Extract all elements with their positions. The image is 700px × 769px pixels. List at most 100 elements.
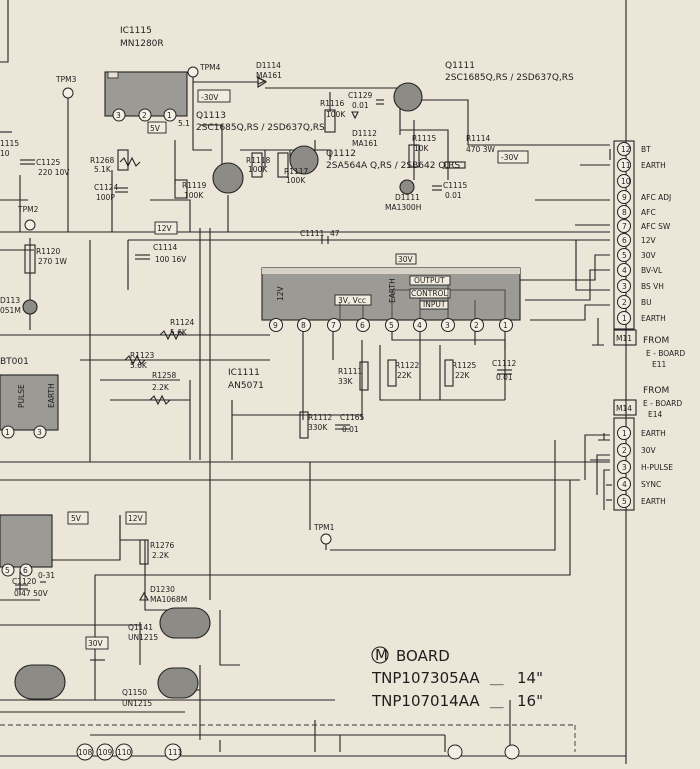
svg-text:2: 2: [474, 321, 479, 330]
q1111-parts: 2SC1685Q,RS / 2SD637Q,RS: [445, 73, 574, 83]
board-symbol-circle: [371, 646, 389, 664]
m11-pin10-num: 10: [621, 177, 631, 186]
board-title: BOARD: [396, 647, 450, 665]
m14-pin4-label: SYNC: [641, 480, 661, 489]
cap-partial-label2: 10: [0, 149, 10, 158]
m14-pin5-label: EARTH: [641, 497, 666, 506]
d1230-part: MA1068M: [150, 595, 187, 604]
svg-text:5: 5: [5, 566, 10, 575]
ic-labels: IC1115 MN1280R IC1111 AN5071 OUTPUT CONT…: [120, 26, 448, 391]
c1125-ref: C1125: [36, 158, 61, 167]
m14-from: FROM: [643, 386, 669, 396]
r1123-value: 5.6K: [130, 361, 148, 370]
board-size2: 16": [517, 692, 543, 710]
m11-pin11-num: 11: [621, 161, 631, 170]
m14-pin2-label: 30V: [641, 446, 657, 455]
m11-pin12-num: 12: [621, 145, 631, 154]
tpm3-label: TPM3: [55, 75, 77, 84]
ic1111-block-control: CONTROL: [411, 289, 448, 298]
ic1111-chip: 9 8 7 6 5 4 3 2 1: [261, 267, 521, 332]
board-part2-dash: ___: [489, 699, 504, 709]
r1116-ref: R1116: [320, 99, 345, 108]
d1114-part: MA161: [256, 71, 282, 80]
m11-pin9-label: AFC ADJ: [641, 193, 671, 202]
r1117-value: 100K: [286, 176, 306, 185]
r1268-value: 5.1K: [94, 165, 112, 174]
svg-text:3: 3: [37, 428, 42, 437]
r1123-ref: R1123: [130, 351, 155, 360]
r1124-ref: R1124: [170, 318, 195, 327]
diode-labels: D1114 MA161 D1112 MA161 D1111 MA1300H D1…: [150, 61, 421, 604]
svg-text:6: 6: [360, 321, 365, 330]
tpm2-label: TPM2: [17, 205, 39, 214]
volt-m30-right: -30V: [501, 153, 519, 162]
ic1115-chip: 3 2 1 5.1: [104, 71, 190, 128]
ic1111-ref: IC1111: [228, 368, 260, 378]
c1111-ref: C1111: [300, 229, 325, 238]
r1125-value: 22K: [455, 371, 471, 380]
partial-labels: BT001 PULSE EARTH D113 051M 1115 10: [0, 139, 56, 408]
svg-text:4: 4: [417, 321, 422, 330]
svg-text:6: 6: [23, 566, 28, 575]
board-title-block: M BOARD TNP107305AA ___ 14" TNP107014AA …: [371, 646, 543, 710]
c1124-ref: C1124: [94, 183, 119, 192]
m11-pin6-label: 12V: [641, 236, 657, 245]
m14-pin3-num: 3: [622, 463, 627, 472]
r1124-value: 5.6K: [170, 328, 188, 337]
m11-from: FROM: [643, 336, 669, 346]
m11-from-board: E - BOARD: [646, 349, 685, 358]
lower-left-chip: 5 6 0-31: [0, 514, 55, 580]
r1268-ref: R1268: [90, 156, 115, 165]
q1112-ref: Q1112: [326, 149, 356, 159]
m14-pin1-num: 1: [622, 429, 627, 438]
volt-12v-low: 12V: [128, 514, 144, 523]
board-size1: 14": [517, 669, 543, 687]
m11-name: M11: [616, 334, 632, 343]
r1258-ref: R1258: [152, 371, 177, 380]
r1125-ref: R1125: [452, 361, 477, 370]
node-110: 110: [117, 748, 132, 757]
board-symbol: M: [375, 646, 388, 664]
q1113-parts: 2SC1685Q,RS / 2SD637Q,RS: [196, 123, 325, 133]
tpm4-label: TPM4: [199, 63, 221, 72]
test-point-markers: [24, 66, 332, 545]
node-108: 108: [78, 748, 93, 757]
board-part1-dash: ___: [489, 676, 504, 686]
tpm1-label: TPM1: [313, 523, 335, 532]
m11-pin5-label: 30V: [641, 251, 657, 260]
volt-5v-ic: 5V: [150, 124, 161, 133]
r1116-value: 100K: [326, 110, 346, 119]
r1111-value: 33K: [338, 377, 354, 386]
d1112-part: MA161: [352, 139, 378, 148]
q1150-parts: UN1215: [122, 699, 152, 708]
ic1111-block-input: INPUT: [423, 300, 446, 309]
transistor-labels: Q1111 2SC1685Q,RS / 2SD637Q,RS Q1113 2SC…: [122, 61, 574, 708]
c1112-value: 0.01: [496, 373, 513, 382]
r1119-ref: R1119: [182, 181, 207, 190]
d1114-ref: D1114: [256, 61, 281, 70]
r1115-ref: R1115: [412, 134, 437, 143]
c1120-ref: C1120: [12, 577, 37, 586]
svg-text:1: 1: [5, 428, 10, 437]
svg-text:3: 3: [116, 111, 121, 120]
c1115-ref: C1115: [443, 181, 468, 190]
d1112-ref: D1112: [352, 129, 377, 138]
node-109: 109: [98, 748, 113, 757]
m11-pin11-label: EARTH: [641, 161, 666, 170]
svg-text:3: 3: [445, 321, 450, 330]
svg-text:1: 1: [503, 321, 508, 330]
d113-label: D113: [0, 296, 20, 305]
ic1111-part: AN5071: [228, 381, 264, 391]
c1115-value: 0.01: [445, 191, 462, 200]
r1112-value: 330K: [308, 423, 328, 432]
m14-name: M14: [616, 404, 632, 413]
q1111-ref: Q1111: [445, 61, 475, 71]
volt-30v-low: 30V: [88, 639, 104, 648]
resistor-labels: R1116 100K R1118 100K R1117 100K R1119 1…: [36, 99, 495, 560]
r1111-ref: R1111: [338, 367, 363, 376]
board-part2: TNP107014AA: [371, 692, 480, 710]
d1111-ref: D1111: [395, 193, 420, 202]
test-point-labels: TPM3 TPM4 TPM2 TPM1: [17, 63, 335, 532]
